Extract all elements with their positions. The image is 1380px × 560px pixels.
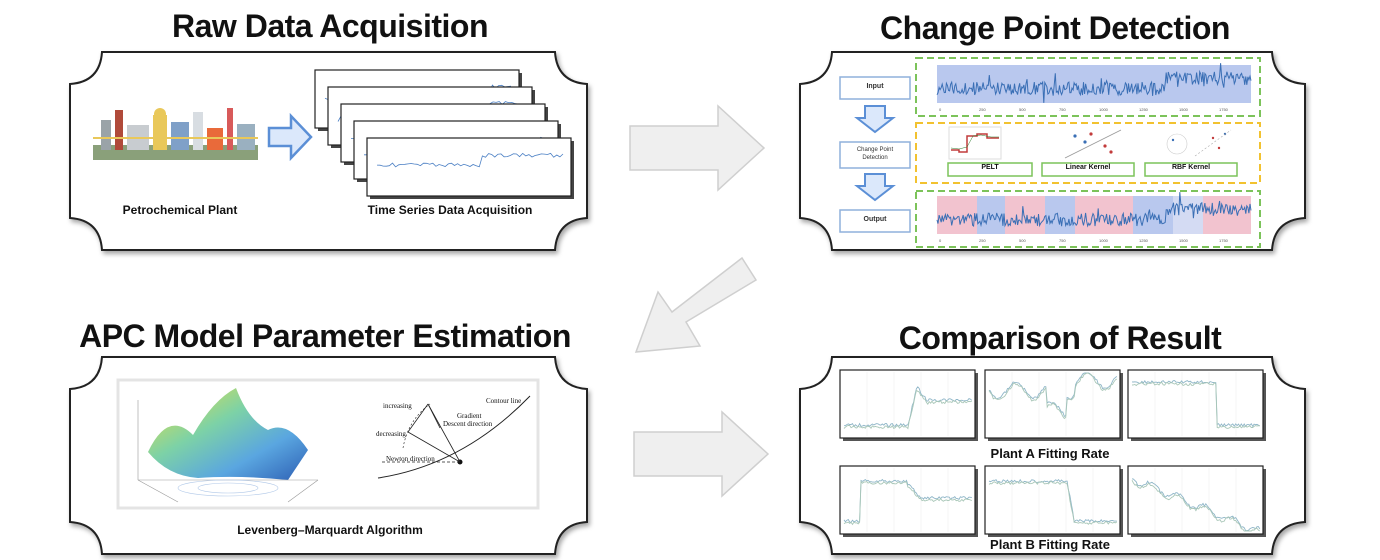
method-rbf-label: RBF Kernel <box>1171 164 1211 171</box>
svg-text:1250: 1250 <box>1139 107 1149 112</box>
apc-increasing-label: increasing <box>383 402 412 410</box>
flow-arrow-right-top-icon <box>629 104 766 192</box>
cpd-detect-label: Change Point Detection <box>856 147 894 161</box>
svg-text:1750: 1750 <box>1219 238 1229 243</box>
title-apc: APC Model Parameter Estimation <box>79 318 571 354</box>
cpd-input-label: Input <box>866 83 884 90</box>
svg-text:500: 500 <box>1019 107 1026 112</box>
svg-text:750: 750 <box>1059 238 1066 243</box>
apc-descent-label: Descent direction <box>443 420 493 428</box>
cpd-methods <box>915 122 1261 184</box>
down-arrow-icon <box>854 105 896 134</box>
flow-arrow-right-bottom-icon <box>633 410 770 498</box>
title-raw-data: Raw Data Acquisition <box>172 8 488 44</box>
cpd-flow <box>839 76 911 233</box>
svg-text:250: 250 <box>979 238 986 243</box>
apc-contour-label: Contour line <box>486 397 522 405</box>
factory-icon <box>93 108 258 160</box>
svg-text:750: 750 <box>1059 107 1066 112</box>
cpd-output-label: Output <box>863 216 887 223</box>
svg-text:250: 250 <box>979 107 986 112</box>
caption-plant-b: Plant B Fitting Rate <box>990 537 1110 552</box>
svg-text:1500: 1500 <box>1179 107 1189 112</box>
cpd-output-plot: 0 250 500 750 1000 1250 1500 1750 <box>915 190 1261 248</box>
apc-newton-label: Newton direction <box>386 455 435 463</box>
caption-plant-a: Plant A Fitting Rate <box>990 446 1110 461</box>
apc-figure <box>116 378 540 510</box>
caption-lm-algorithm: Levenberg–Marquardt Algorithm <box>237 523 423 537</box>
method-linear-label: Linear Kernel <box>1065 164 1111 171</box>
svg-text:0: 0 <box>939 238 942 243</box>
svg-text:1250: 1250 <box>1139 238 1149 243</box>
comparison-plots <box>839 369 1266 537</box>
svg-text:1500: 1500 <box>1179 238 1189 243</box>
caption-time-series: Time Series Data Acquisition <box>367 203 533 217</box>
svg-text:0: 0 <box>939 107 942 112</box>
cpd-input-plot: 0 250 500 750 1000 1250 1500 1750 <box>915 57 1261 117</box>
apc-decreasing-label: decreasing <box>376 430 406 438</box>
svg-text:1000: 1000 <box>1099 107 1109 112</box>
title-comparison: Comparison of Result <box>898 320 1222 356</box>
svg-text:1750: 1750 <box>1219 107 1229 112</box>
time-series-stack <box>314 69 574 199</box>
apc-gradient-label: Gradient <box>457 412 482 420</box>
flow-arrow-diagonal-icon <box>634 256 758 353</box>
caption-petrochemical-plant: Petrochemical Plant <box>122 203 238 217</box>
title-change-point: Change Point Detection <box>880 10 1230 46</box>
method-pelt-label: PELT <box>981 164 999 171</box>
surface-plot-icon <box>137 388 319 503</box>
svg-text:500: 500 <box>1019 238 1026 243</box>
right-arrow-icon <box>267 112 313 162</box>
svg-text:1000: 1000 <box>1099 238 1109 243</box>
